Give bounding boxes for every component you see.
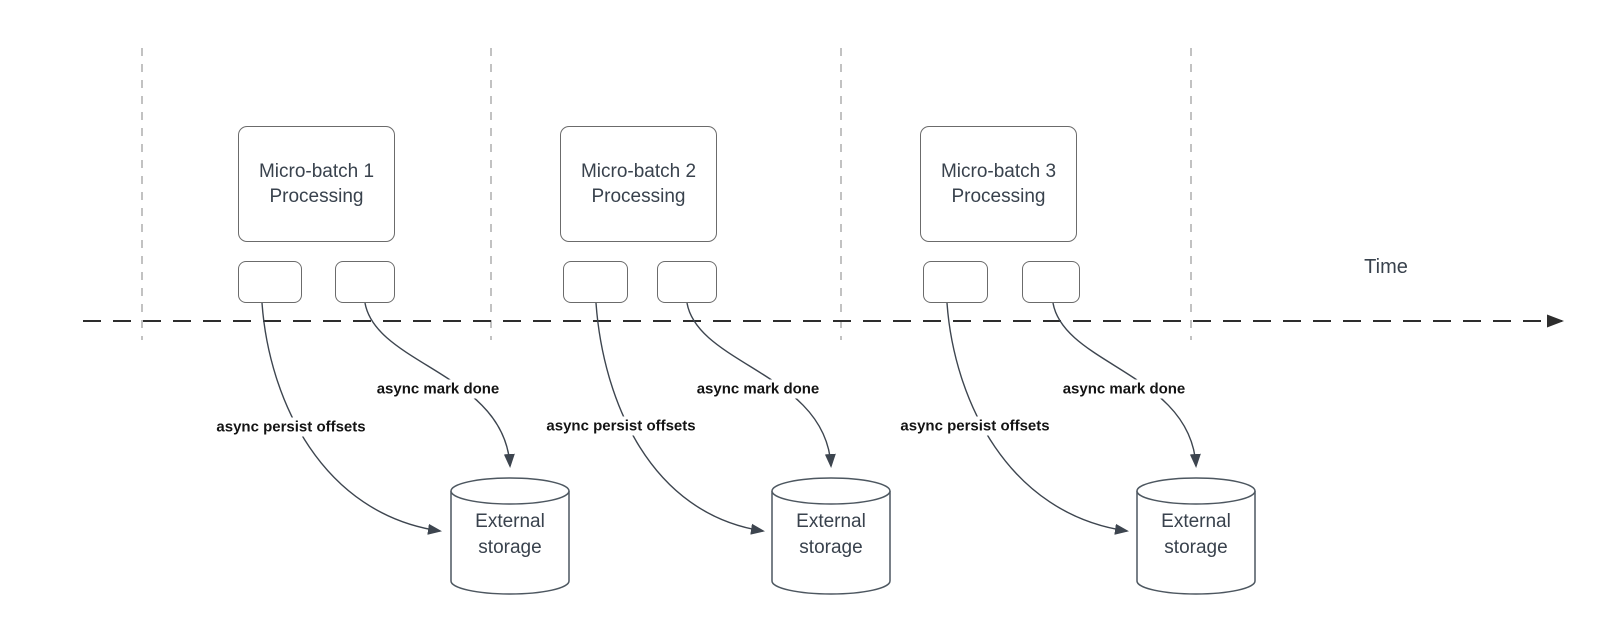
mark-done-edge-1 [364,302,515,468]
micro-batch-2-subtask-left [563,261,628,303]
external-storage-cylinder-2 [771,477,891,595]
micro-batch-1-subtask-left [238,261,302,303]
external-storage-label-2: External storage [796,511,866,558]
persist-offsets-edge-1 [261,302,442,535]
micro-batch-1-subtask-right [335,261,395,303]
micro-batch-3-subtask-left [923,261,988,303]
micro-batch-2-subtask-right [657,261,717,303]
time-axis-label: Time [1364,256,1408,278]
micro-batch-1-box: Micro-batch 1 Processing [238,126,395,242]
mark-done-label-3: async mark done [1057,379,1191,399]
micro-batch-2-box: Micro-batch 2 Processing [560,126,717,242]
mark-done-edge-3 [1052,302,1201,468]
external-storage-cylinder-3 [1136,477,1256,595]
mark-done-label-2: async mark done [691,379,825,399]
micro-batch-3-box: Micro-batch 3 Processing [920,126,1077,242]
persist-offsets-label-3: async persist offsets [895,416,1055,436]
persist-offsets-edge-3 [946,302,1129,535]
persist-offsets-label-1: async persist offsets [211,417,371,437]
persist-offsets-edge-2 [595,302,765,535]
mark-done-label-1: async mark done [371,379,505,399]
external-storage-label-3: External storage [1161,511,1231,558]
mark-done-edge-2 [686,302,836,468]
persist-offsets-label-2: async persist offsets [541,416,701,436]
external-storage-cylinder-1 [450,477,570,595]
micro-batch-3-subtask-right [1022,261,1080,303]
external-storage-label-1: External storage [475,511,545,558]
